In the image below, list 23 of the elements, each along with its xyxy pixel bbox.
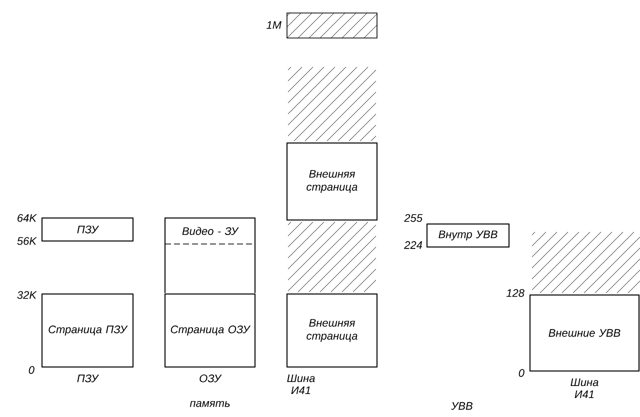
memory-box: ПЗУ (42, 217, 134, 242)
memory-box: Внешние УВВ (530, 294, 640, 372)
column-caption: ПЗУ (77, 374, 100, 382)
memory-box: Внешняя страница (286, 142, 378, 220)
column-caption: Шина И41 (570, 378, 598, 398)
address-label: 128 (506, 289, 524, 297)
memory-box: Видео - ЗУ (164, 217, 256, 294)
column-caption: УВВ (451, 402, 472, 410)
memory-box: Страница ПЗУ (42, 293, 134, 368)
address-label: 0 (518, 369, 524, 377)
address-label: 224 (404, 241, 422, 249)
address-label: 64K (18, 214, 37, 222)
memory-box: Страница ОЗУ (164, 293, 256, 368)
column-caption: Шина И41 (287, 374, 315, 394)
address-label: 0 (28, 366, 34, 374)
address-label: 255 (404, 214, 423, 222)
address-label: 32K (17, 291, 37, 299)
column-caption: память (190, 400, 230, 407)
column-caption: ОЗУ (200, 374, 222, 382)
memory-box: Внутр УВВ (426, 224, 510, 248)
address-label: 56K (17, 237, 37, 245)
memory-box: Внешняя страница (286, 293, 378, 368)
address-label: 1M (266, 21, 282, 29)
